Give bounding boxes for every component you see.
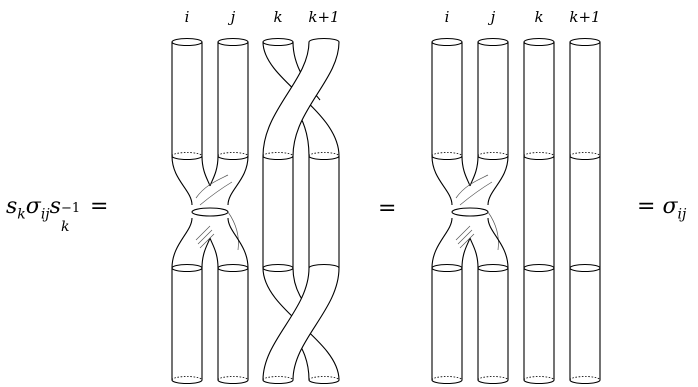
right-tube-j-bottom bbox=[477, 263, 509, 385]
middle-equals-sign: = bbox=[378, 196, 397, 221]
left-tube-j-top bbox=[217, 37, 249, 161]
left-tubes-k-cross-top bbox=[262, 37, 340, 161]
right-label-j: j bbox=[490, 8, 496, 26]
right-label-k-plus-1: k+1 bbox=[569, 8, 601, 26]
left-label-j: j bbox=[230, 8, 236, 26]
rhs-expression: = σij bbox=[637, 194, 687, 223]
left-label-i: i bbox=[184, 8, 190, 26]
right-tube-k-plus-1 bbox=[569, 37, 601, 385]
left-diagram bbox=[171, 37, 340, 385]
left-tubes-k-cross-bottom bbox=[262, 267, 340, 385]
lhs-equals-sign: = bbox=[89, 194, 109, 219]
left-tube-j-bottom bbox=[217, 263, 249, 385]
left-label-k: k bbox=[273, 8, 283, 26]
left-tubes-k-middle bbox=[262, 156, 340, 273]
right-label-k: k bbox=[534, 8, 544, 26]
left-label-k-plus-1: k+1 bbox=[308, 8, 340, 26]
right-tube-i-bottom bbox=[431, 263, 463, 385]
left-tube-i-top bbox=[171, 37, 203, 161]
right-tube-j-top bbox=[477, 37, 509, 161]
right-diagram bbox=[431, 37, 601, 385]
right-tube-k bbox=[523, 37, 555, 385]
right-tube-i-top bbox=[431, 37, 463, 161]
left-tube-i-bottom bbox=[171, 263, 203, 385]
right-label-i: i bbox=[444, 8, 450, 26]
right-pinch-ij bbox=[431, 155, 509, 269]
left-pinch-ij bbox=[171, 155, 249, 269]
